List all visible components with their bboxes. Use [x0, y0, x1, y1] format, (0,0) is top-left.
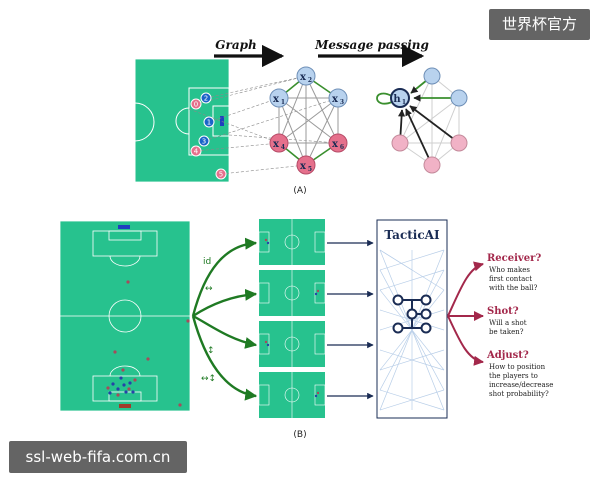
output-title: Receiver?: [487, 253, 541, 264]
player-label: 0: [194, 101, 198, 109]
output-desc-line: How to position: [489, 363, 546, 371]
node-subscript: 4: [281, 144, 285, 151]
mini-pitch: [258, 321, 326, 367]
output-desc-line: shot probability?: [489, 390, 549, 398]
svg-text:h: h: [393, 94, 401, 105]
svg-text:x: x: [273, 94, 280, 105]
message-arrow: Message passing: [314, 38, 429, 68]
player-label: 3: [202, 138, 206, 146]
output-desc-line: with the ball?: [489, 284, 538, 292]
message-graph: h 1: [376, 67, 468, 174]
output-desc-line: Who makes: [489, 266, 530, 274]
mini-pitch: [258, 270, 326, 316]
output-title: Shot?: [487, 306, 519, 317]
node-subscript: 2: [308, 77, 312, 84]
graph-label: Graph: [215, 38, 256, 52]
node-subscript: 5: [308, 166, 312, 173]
output-adjust: Adjust? How to position the players to i…: [486, 350, 553, 398]
ball-marker: [220, 116, 224, 126]
player-markers: 0 2 1 3 4 5: [190, 92, 227, 180]
graph-arrow: Graph: [214, 38, 285, 68]
output-receiver: Receiver? Who makes first contact with t…: [487, 253, 541, 292]
augmentation-arrows: [191, 237, 258, 401]
gnn-icon: [392, 294, 432, 334]
svg-text:x: x: [300, 72, 307, 83]
output-shot: Shot? Will a shot be taken?: [487, 306, 527, 336]
node-subscript: 1: [281, 99, 285, 106]
panel-a: 0 2 1 3 4 5 Graph Message passing: [134, 38, 468, 196]
player-label: 2: [204, 95, 208, 103]
output-desc-line: first contact: [489, 275, 532, 283]
svg-text:x: x: [332, 94, 339, 105]
output-desc-line: the players to: [489, 372, 538, 380]
node-subscript: 3: [340, 99, 344, 106]
player-graph: x 2 x 1 x 3 x 4 x 6 x 5: [269, 66, 348, 175]
transform-vertical-label: ↕: [207, 346, 215, 356]
panel-a-label: (A): [293, 186, 306, 196]
watermark-bottom: ssl-web-fifa.com.cn: [9, 441, 187, 473]
transform-horizontal-label: ↔: [205, 284, 213, 294]
player-label: 5: [219, 171, 223, 179]
message-passing-label: Message passing: [314, 38, 429, 52]
player-label: 4: [194, 148, 199, 156]
mapping-lines: [188, 75, 339, 175]
augmented-pitches: [258, 219, 326, 418]
panel-b-label: (B): [293, 430, 306, 440]
tacticai-model: TacticAI: [376, 219, 448, 419]
output-desc-line: be taken?: [489, 328, 524, 336]
node-subscript: 6: [340, 144, 344, 151]
output-desc-line: increase/decrease: [489, 381, 553, 389]
output-title: Adjust?: [486, 350, 529, 361]
model-title: TacticAI: [384, 228, 440, 242]
svg-text:x: x: [273, 139, 280, 150]
half-pitch: [134, 58, 230, 183]
transform-both-label: ↔↕: [201, 374, 216, 384]
transform-identity-label: id: [203, 257, 211, 267]
panel-b: id ↔ ↕ ↔↕: [59, 219, 553, 440]
full-pitch: [59, 220, 191, 412]
mini-pitch: [258, 219, 326, 265]
output-desc-line: Will a shot: [489, 319, 527, 327]
hidden-subscript: 1: [402, 99, 406, 106]
mini-pitch: [258, 372, 326, 418]
output-arrows: [447, 261, 484, 366]
watermark-top: 世界杯官方: [489, 9, 590, 40]
svg-text:x: x: [332, 139, 339, 150]
model-input-arrows: [327, 239, 374, 400]
player-label: 1: [207, 119, 211, 127]
svg-text:x: x: [300, 161, 307, 172]
